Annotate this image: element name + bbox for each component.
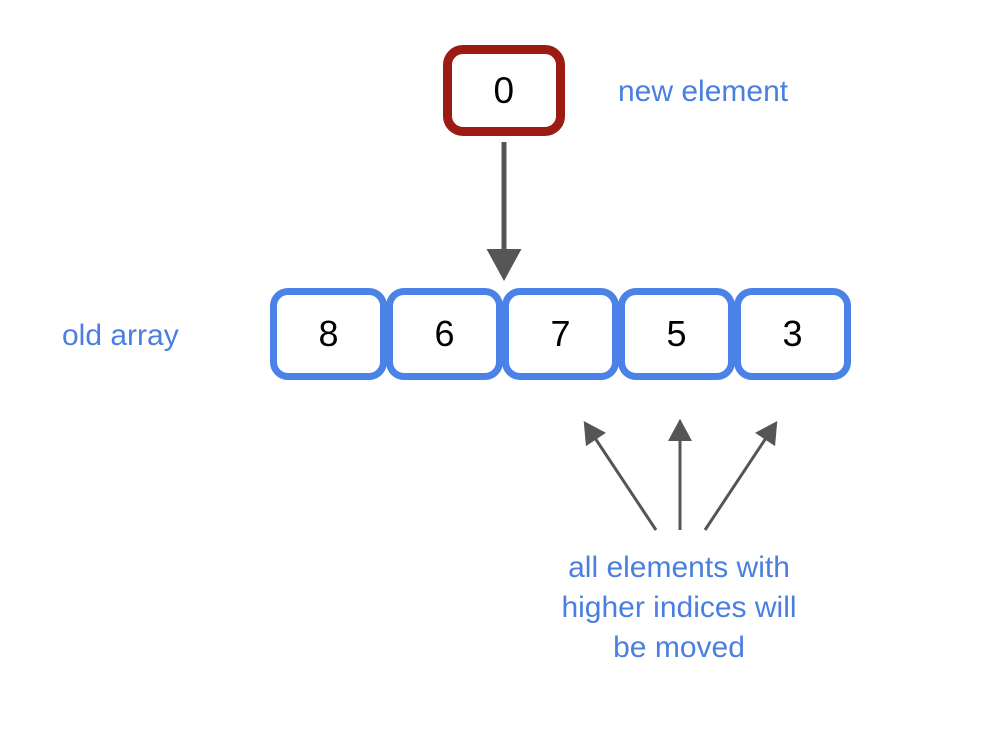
moved-arrow-index-4 [703,420,778,531]
moved-caption-line-1: all elements with [568,551,790,584]
array-cell-1: 6 [386,288,503,380]
array-value-0: 8 [318,313,339,354]
array-value-1: 6 [434,313,455,354]
old-array-label: old array [62,319,179,352]
array-cell-3: 5 [618,288,735,380]
array-cell-2: 7 [502,288,619,380]
new-element-label: new element [618,75,789,108]
array-cell-0: 8 [270,288,387,380]
moved-caption-line-2: higher indices will [561,590,797,624]
array-value-3: 5 [666,313,687,354]
moved-elements-caption: all elements with higher indices will be… [497,548,861,668]
array-value-2: 7 [550,313,571,354]
new-element-box: 0 [443,45,565,136]
moved-caption-line-3: be moved [613,630,745,664]
array-value-4: 3 [782,313,803,354]
moved-arrow-index-2 [583,420,658,531]
new-element-value: 0 [493,70,515,111]
array-cell-4: 3 [734,288,851,380]
old-array-row: 8 6 7 5 3 [270,288,851,380]
